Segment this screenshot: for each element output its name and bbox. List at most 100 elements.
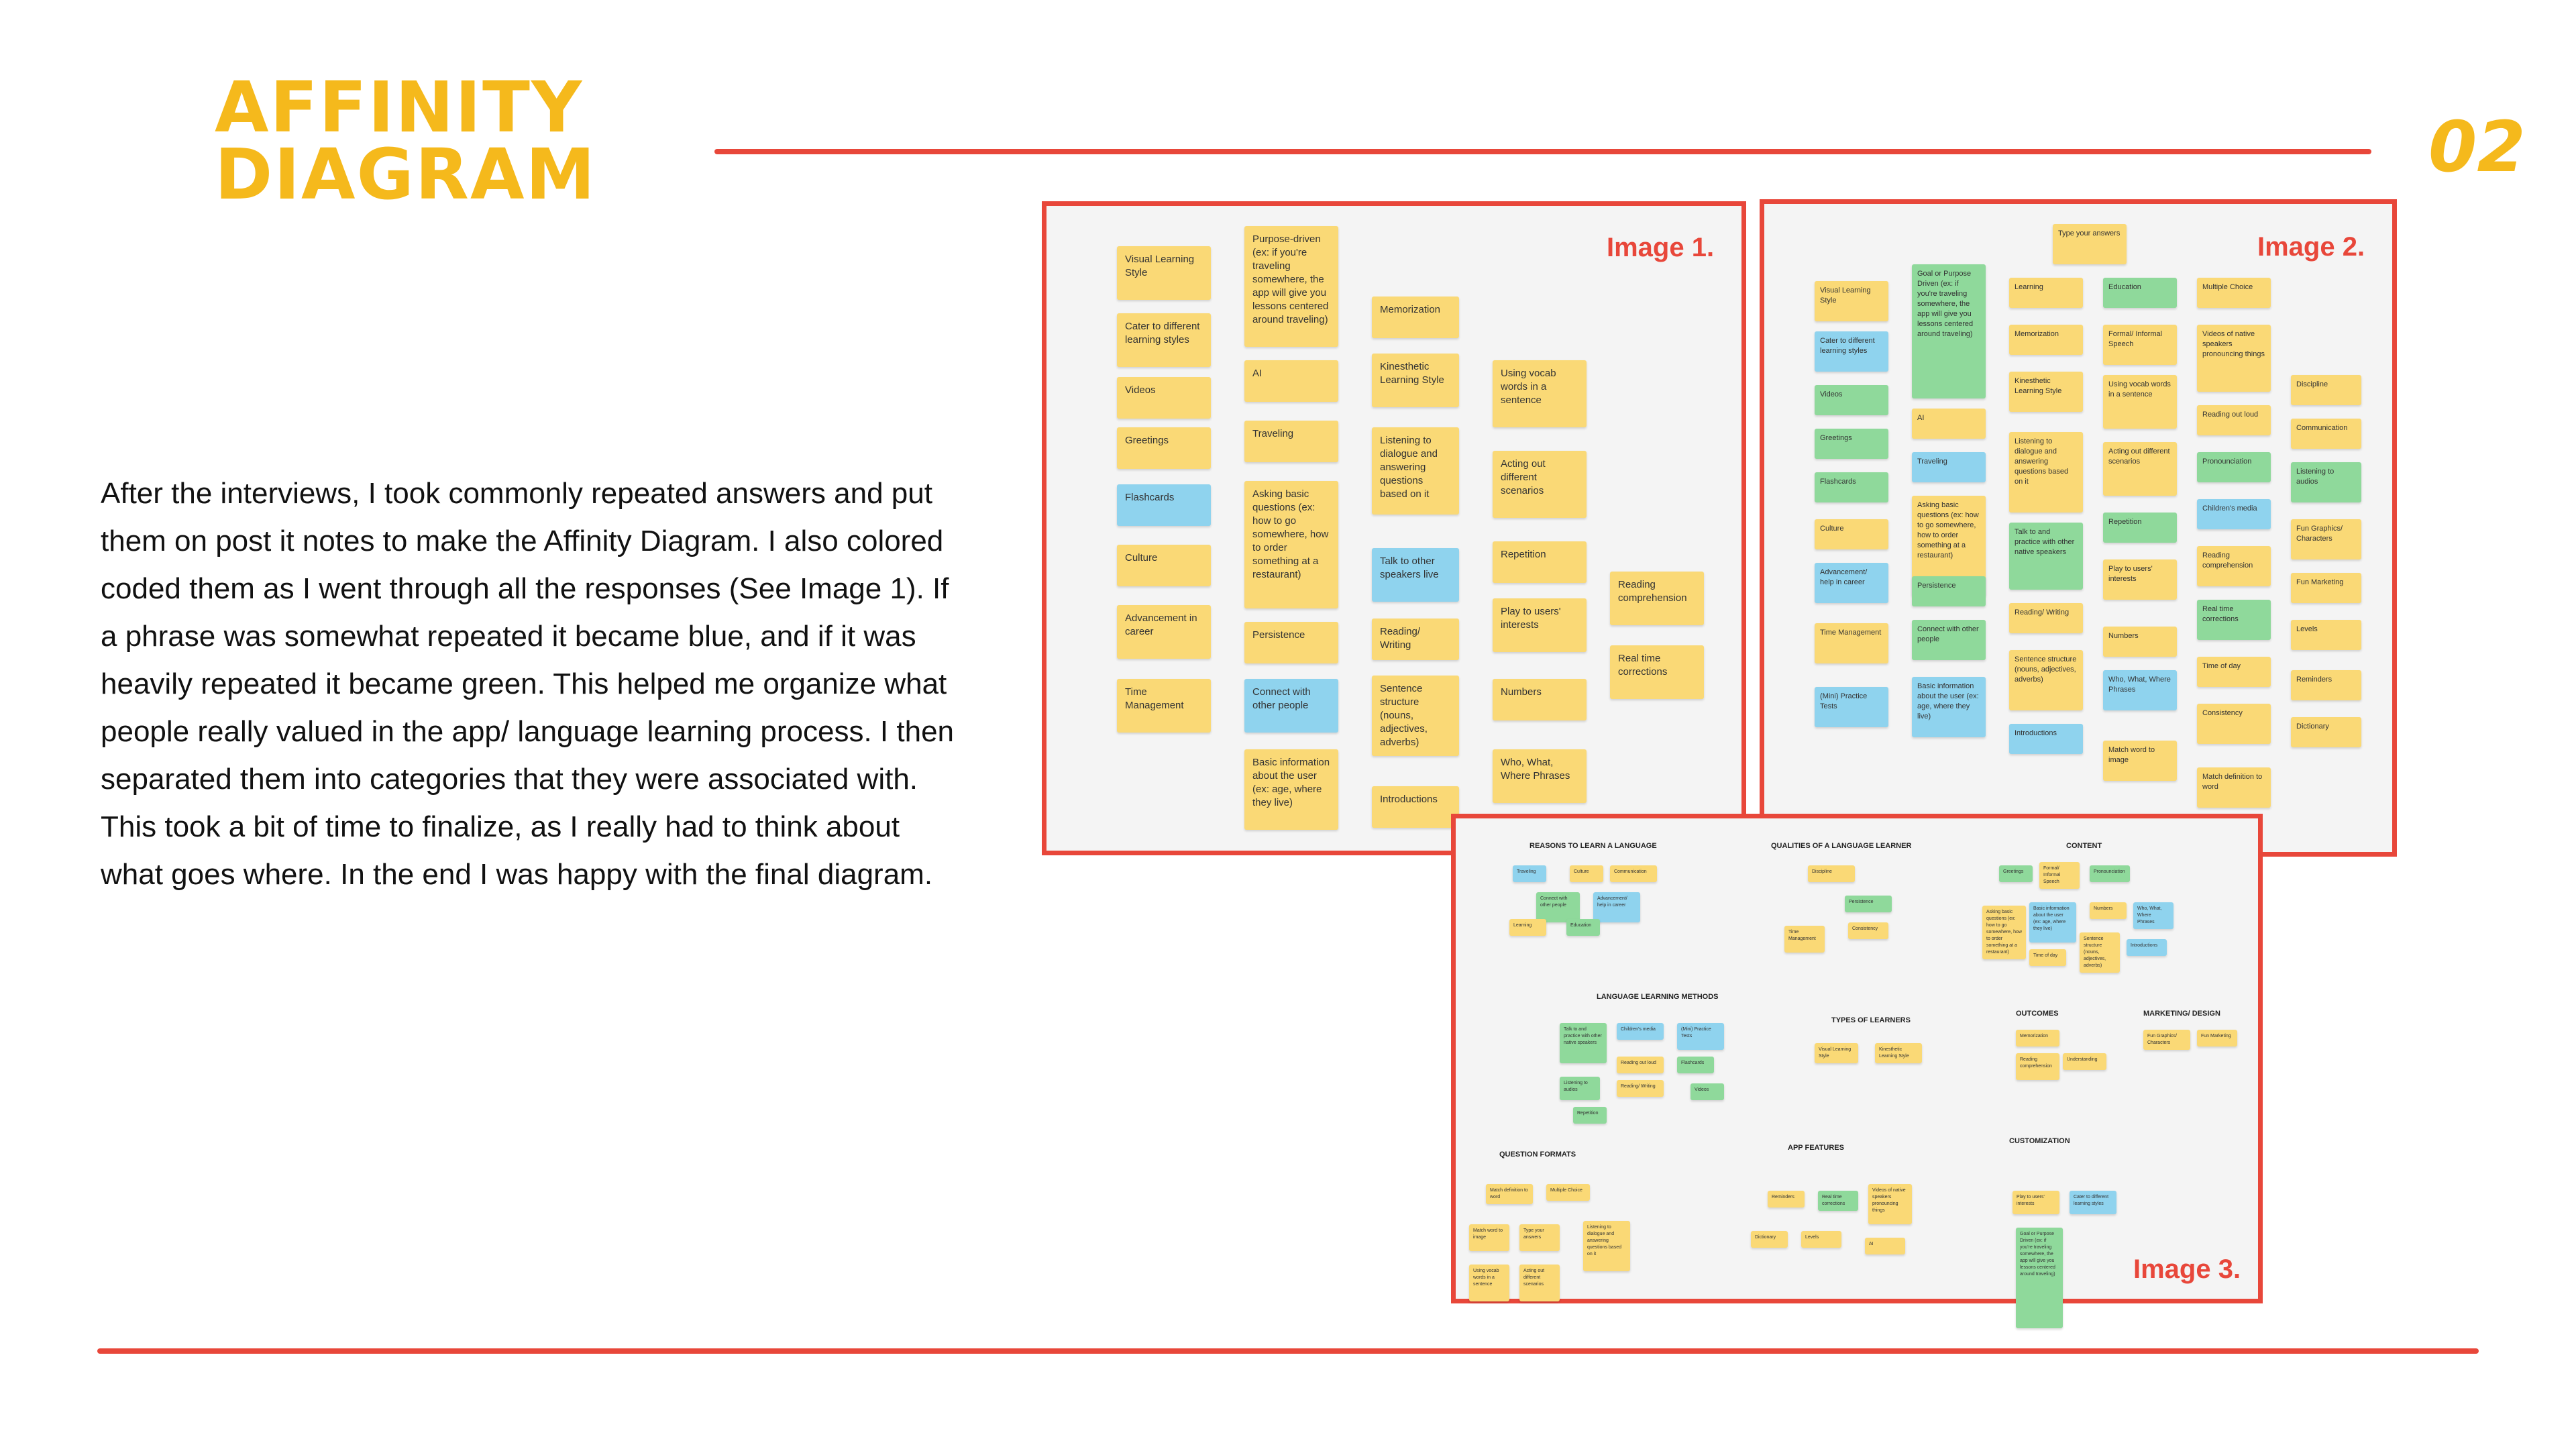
image-3-sticky-note: Communication [1610, 865, 1657, 882]
image-2-sticky-note: Formal/ Informal Speech [2103, 325, 2177, 365]
sticky-note-text: Basic information about the user (ex: ag… [1252, 757, 1330, 808]
image-3-sticky-note: Memorization [2016, 1030, 2059, 1046]
sticky-note-text: Connect with other people [1252, 686, 1311, 711]
image-3-sticky-note: Videos [1690, 1083, 1724, 1100]
image-3-sticky-note: Cater to different learning styles [2070, 1191, 2116, 1214]
image-3-sticky-note: Connect with other people [1536, 892, 1580, 922]
sticky-note-text: Traveling [1252, 428, 1294, 439]
sticky-note-text: Goal or Purpose Driven (ex: if you're tr… [1917, 270, 1974, 338]
image-2-sticky-note: Memorization [2009, 325, 2083, 355]
page-number: 02 [2428, 106, 2526, 188]
sticky-note-text: Basic information about the user (ex: ag… [2033, 906, 2070, 931]
sticky-note-text: Children's media [1621, 1027, 1656, 1032]
category-heading: QUALITIES OF A LANGUAGE LEARNER [1771, 842, 1912, 850]
image-1-sticky-note: Advancement in career [1117, 605, 1211, 659]
image-2-sticky-note: Flashcards [1815, 472, 1888, 502]
image-1-sticky-note: Connect with other people [1244, 679, 1338, 733]
sticky-note-text: Acting out different scenarios [1501, 458, 1546, 496]
sticky-note-text: Reading/ Writing [2015, 608, 2070, 616]
sticky-note-text: Using vocab words in a sentence [2108, 380, 2171, 398]
image-1-sticky-note: Listening to dialogue and answering ques… [1372, 427, 1459, 515]
sticky-note-text: Pronounciation [2202, 458, 2252, 466]
image-2-sticky-note: Listening to dialogue and answering ques… [2009, 432, 2083, 513]
sticky-note-text: Match word to image [2108, 746, 2155, 764]
sticky-note-text: Communication [1614, 869, 1647, 874]
image-2-sticky-note: Reading out loud [2197, 405, 2271, 435]
sticky-note-text: Real time corrections [1822, 1195, 1845, 1206]
category-heading: LANGUAGE LEARNING METHODS [1597, 993, 1719, 1001]
image-1-sticky-note: Play to users' interests [1493, 598, 1587, 652]
image-1-sticky-note: Kinesthetic Learning Style [1372, 354, 1459, 407]
sticky-note-text: Who, What, Where Phrases [1501, 757, 1570, 782]
sticky-note-text: Sentence structure (nouns, adjectives, a… [2015, 655, 2077, 684]
image-3-sticky-note: Persistence [1845, 896, 1892, 912]
image-3-sticky-note: Numbers [2090, 902, 2127, 919]
category-heading: TYPES OF LEARNERS [1831, 1016, 1911, 1024]
image-3-sticky-note: Time Management [1784, 926, 1825, 953]
image-3-sticky-note: AI [1865, 1238, 1905, 1254]
image-2-sticky-note: Education [2103, 278, 2177, 308]
image-3-sticky-note: Who, What, Where Phrases [2133, 902, 2174, 929]
sticky-note-text: Repetition [2108, 518, 2142, 526]
image-2-sticky-note: Real time corrections [2197, 600, 2271, 640]
image-2-sticky-note: Sentence structure (nouns, adjectives, a… [2009, 650, 2083, 710]
sticky-note-text: Time Management [1820, 629, 1882, 637]
category-heading: REASONS TO LEARN A LANGUAGE [1529, 842, 1657, 850]
image-3-sticky-note: Learning [1509, 919, 1546, 936]
image-2-sticky-note: Traveling [1912, 452, 1986, 482]
sticky-note-text: Repetition [1501, 549, 1546, 560]
sticky-note-text: Match word to image [1473, 1228, 1503, 1240]
sticky-note-text: Kinesthetic Learning Style [1380, 361, 1444, 386]
sticky-note-text: Time Management [1788, 930, 1816, 941]
image-3-sticky-note: Introductions [2127, 939, 2167, 956]
image-2-sticky-note: Basic information about the user (ex: ag… [1912, 677, 1986, 737]
image-2-sticky-note: Type your answers [2053, 224, 2127, 264]
image-1-sticky-note: Sentence structure (nouns, adjectives, a… [1372, 676, 1459, 756]
image-2-sticky-note: Videos [1815, 385, 1888, 415]
sticky-note-text: Fun Graphics/ Characters [2296, 525, 2343, 543]
sticky-note-text: Talk to other speakers live [1380, 555, 1439, 580]
image-3-sticky-note: Fun Marketing [2197, 1030, 2237, 1046]
image-2-sticky-note: Kinesthetic Learning Style [2009, 372, 2083, 412]
image-2-sticky-note: Time of day [2197, 657, 2271, 687]
sticky-note-text: Multiple Choice [1550, 1188, 1582, 1193]
sticky-note-text: Culture [1820, 525, 1844, 533]
category-heading: OUTCOMES [2016, 1010, 2059, 1018]
image-3-sticky-note: Listening to dialogue and answering ques… [1583, 1221, 1630, 1271]
sticky-note-text: Sentence structure (nouns, adjectives, a… [2084, 936, 2106, 968]
image-3-sticky-note: Goal or Purpose Driven (ex: if you're tr… [2016, 1228, 2063, 1328]
sticky-note-text: Time of day [2033, 953, 2058, 958]
image-3-sticky-note: Advancement/ help in career [1593, 892, 1640, 922]
image-2-sticky-note: Multiple Choice [2197, 278, 2271, 308]
sticky-note-text: Persistence [1252, 629, 1305, 641]
sticky-note-text: Reading out loud [2202, 411, 2259, 419]
image-2-sticky-note: Culture [1815, 519, 1888, 549]
sticky-note-text: Memorization [2015, 330, 2059, 338]
image-2-sticky-note: Using vocab words in a sentence [2103, 375, 2177, 429]
sticky-note-text: Introductions [2131, 943, 2158, 948]
sticky-note-text: Culture [1574, 869, 1589, 874]
image-2-sticky-note: Communication [2291, 419, 2361, 449]
sticky-note-text: Match definition to word [1490, 1188, 1528, 1199]
sticky-note-text: Cater to different learning styles [2074, 1195, 2109, 1206]
image-1-sticky-note: Flashcards [1117, 484, 1211, 526]
sticky-note-text: Asking basic questions (ex: how to go so… [1917, 501, 1979, 559]
sticky-note-text: Formal/ Informal Speech [2108, 330, 2163, 348]
sticky-note-text: Learning [1513, 923, 1532, 928]
image-3-sticky-note: Fun Graphics/ Characters [2143, 1030, 2190, 1050]
sticky-note-text: Asking basic questions (ex: how to go so… [1986, 910, 2022, 955]
sticky-note-text: Using vocab words in a sentence [1501, 368, 1556, 406]
image-3-sticky-note: Pronounciation [2090, 865, 2130, 882]
image-3-sticky-note: Basic information about the user (ex: ag… [2029, 902, 2076, 943]
sticky-note-text: Listening to dialogue and answering ques… [1587, 1225, 1621, 1256]
image-1-sticky-note: Acting out different scenarios [1493, 451, 1587, 518]
image-3-sticky-note: Asking basic questions (ex: how to go so… [1982, 906, 2026, 959]
image-3-sticky-note: Real time corrections [1818, 1191, 1858, 1211]
sticky-note-text: Persistence [1849, 900, 1874, 904]
image-1-sticky-note: Repetition [1493, 541, 1587, 583]
image-3-sticky-note: Discipline [1808, 865, 1855, 882]
image-3-sticky-note: Listening to audios [1560, 1077, 1600, 1100]
sticky-note-text: Traveling [1517, 869, 1536, 874]
